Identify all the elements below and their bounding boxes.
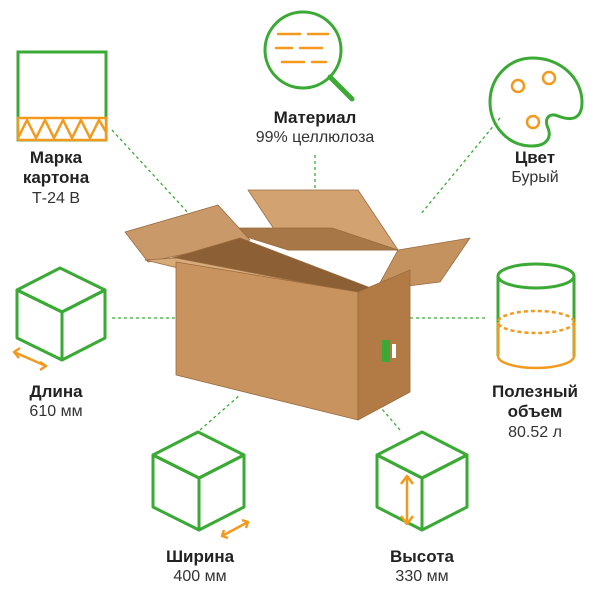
material-value: 99% целлюлоза (255, 129, 375, 147)
material-label: Материал 99% целлюлоза (215, 108, 415, 148)
volume-title-line2: объем (507, 402, 563, 422)
height-label: Высота 330 мм (362, 547, 482, 587)
brand-label: Марка картона Т-24 В (0, 148, 112, 208)
magnifier-icon (263, 10, 355, 102)
cylinder-volume-icon (496, 262, 576, 370)
volume-label: Полезный объем 80.52 л (470, 382, 600, 442)
cube-height-icon (375, 430, 469, 532)
material-title: Материал (273, 108, 357, 127)
cube-width-icon (151, 430, 250, 540)
connector-brand (111, 129, 191, 216)
height-value: 330 мм (395, 568, 449, 586)
color-title: Цвет (514, 148, 556, 167)
palette-icon (488, 56, 584, 148)
cardboard-box (124, 189, 471, 421)
height-title: Высота (390, 547, 454, 566)
length-label: Длина 610 мм (0, 382, 112, 422)
box-left-flap (124, 204, 251, 263)
brand-title-line1: Марка (29, 148, 83, 167)
length-value: 610 мм (29, 403, 83, 421)
connector-color (419, 117, 501, 216)
cube-length-icon (12, 266, 107, 372)
length-title: Длина (29, 382, 83, 401)
brand-value: Т-24 В (31, 189, 80, 207)
brand-title-line2: картона (22, 168, 90, 188)
volume-value: 80.52 л (508, 423, 562, 441)
width-label: Ширина 400 мм (140, 547, 260, 587)
width-value: 400 мм (173, 568, 227, 586)
color-label: Цвет Бурый (480, 148, 590, 188)
box-label-mark (382, 340, 390, 362)
width-title: Ширина (165, 547, 235, 566)
corrugated-board-icon (16, 50, 108, 142)
color-value: Бурый (511, 169, 559, 187)
volume-title-line1: Полезный (492, 382, 578, 401)
connector-width (199, 394, 241, 431)
